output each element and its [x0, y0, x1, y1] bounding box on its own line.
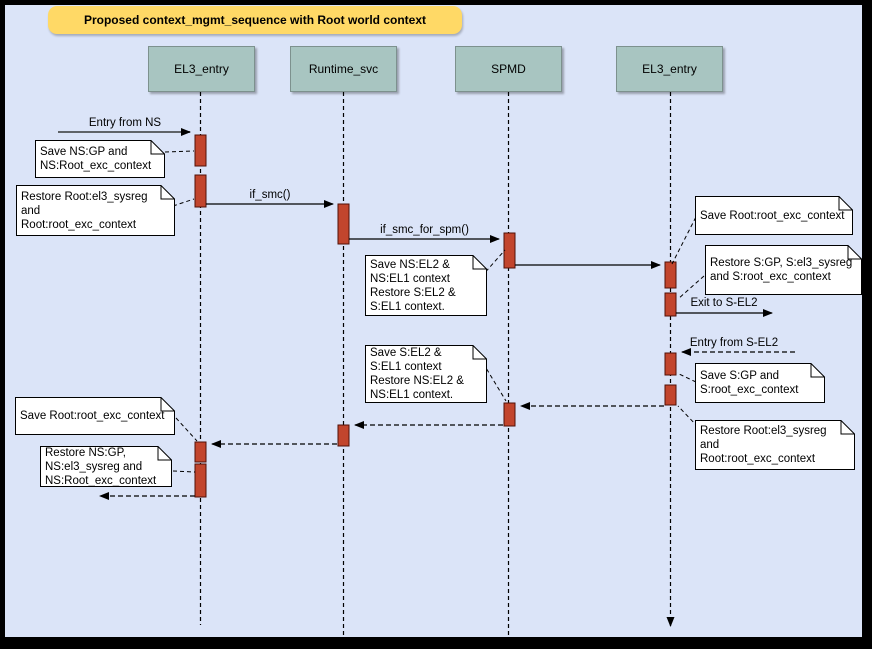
connector-restore-root-el3-left [172, 198, 195, 207]
lifeline-head-el3-entry-right: EL3_entry [616, 46, 723, 92]
activation-el3-left-3 [194, 441, 207, 463]
note-text: Save NS:EL2 & NS:EL1 context Restore S:E… [370, 258, 456, 313]
connector-save-s-gp [676, 372, 697, 383]
lifeline-head-el3-entry-left: EL3_entry [148, 46, 255, 92]
activation-el3-right-1 [664, 261, 677, 289]
message-label-if-smc: if_smc() [249, 189, 291, 201]
lifeline-label: SPMD [491, 62, 526, 76]
note-text: Save NS:GP and NS:Root_exc_context [40, 146, 152, 172]
frame-border-left [0, 0, 5, 649]
frame-border-right [862, 0, 872, 649]
connector-save-ns-el2 [480, 249, 506, 278]
note-text: Save S:EL2 & S:EL1 context Restore NS:EL… [370, 347, 464, 401]
note-restore-ns-gp: Restore NS:GP, NS:el3_sysreg and NS:Root… [40, 446, 172, 487]
message-label-entry-from-ns: Entry from NS [88, 117, 162, 129]
lifeline-head-spmd: SPMD [455, 46, 562, 92]
connector-restore-ns-gp [172, 470, 196, 473]
note-text: Restore Root:el3_sysreg and Root:root_ex… [700, 425, 827, 465]
note-text: Save Root:root_exc_context [20, 410, 165, 422]
connector-save-root-exc-right [671, 210, 700, 265]
message-label-entry-from-sel2: Entry from S-EL2 [689, 337, 779, 349]
note-restore-root-el3-right: Restore Root:el3_sysreg and Root:root_ex… [695, 420, 855, 470]
note-restore-s-gp: Restore S:GP, S:el3_sysreg and S:root_ex… [705, 245, 862, 295]
note-shape [365, 345, 487, 403]
activation-runtime-2 [337, 424, 350, 447]
activation-el3-right-4 [664, 384, 677, 406]
lifeline-label: Runtime_svc [308, 62, 379, 76]
activation-runtime-1 [337, 203, 350, 245]
note-shape [705, 245, 862, 295]
note-save-root-exc-right: Save Root:root_exc_context [695, 196, 853, 235]
message-label-if-smc-for-spm: if_smc_for_spm() [380, 224, 469, 236]
note-save-root-exc-left: Save Root:root_exc_context [15, 397, 175, 435]
activation-el3-right-2 [664, 292, 677, 317]
connector-restore-root-el3-right [677, 405, 699, 428]
lifeline-label: EL3_entry [642, 62, 697, 76]
activation-el3-left-4 [194, 463, 207, 498]
note-text: Restore S:GP, S:el3_sysreg and S:root_ex… [710, 257, 853, 283]
lifeline-head-runtime-svc: Runtime_svc [290, 46, 397, 92]
message-label-exit-to-sel2: Exit to S-EL2 [690, 297, 758, 309]
activation-spmd-2 [503, 402, 516, 427]
note-save-s-el2: Save S:EL2 & S:EL1 context Restore NS:EL… [365, 345, 487, 403]
activation-el3-right-3 [664, 352, 677, 376]
frame-border-bottom [0, 637, 872, 649]
connector-save-root-exc-left [175, 417, 198, 442]
note-save-ns-el2: Save NS:EL2 & NS:EL1 context Restore S:E… [365, 255, 487, 316]
note-restore-root-el3-left: Restore Root:el3_sysreg and Root:root_ex… [16, 185, 175, 236]
activation-el3-left-1 [194, 134, 207, 167]
note-shape [40, 446, 172, 487]
note-shape [365, 255, 487, 316]
connector-save-ns-gp [164, 150, 195, 153]
note-save-s-gp: Save S:GP and S:root_exc_context [695, 363, 825, 403]
note-shape [695, 420, 855, 470]
note-text: Save Root:root_exc_context [700, 209, 845, 222]
activation-el3-left-2 [194, 174, 207, 208]
note-shape [16, 185, 175, 236]
note-shape [695, 363, 825, 403]
note-text: Save S:GP and S:root_exc_context [700, 370, 799, 396]
note-shape [35, 140, 165, 178]
diagram-title: Proposed context_mgmt_sequence with Root… [48, 6, 462, 34]
connector-restore-s-gp [677, 275, 705, 300]
frame-border-top [0, 0, 872, 5]
note-shape [15, 397, 175, 435]
note-text: Restore NS:GP, NS:el3_sysreg and NS:Root… [45, 446, 157, 487]
note-shape [695, 196, 853, 235]
lifeline-label: EL3_entry [174, 62, 229, 76]
activation-spmd-1 [503, 232, 516, 269]
note-text: Restore Root:el3_sysreg and Root:root_ex… [21, 190, 148, 231]
note-save-ns-gp: Save NS:GP and NS:Root_exc_context [35, 140, 165, 178]
